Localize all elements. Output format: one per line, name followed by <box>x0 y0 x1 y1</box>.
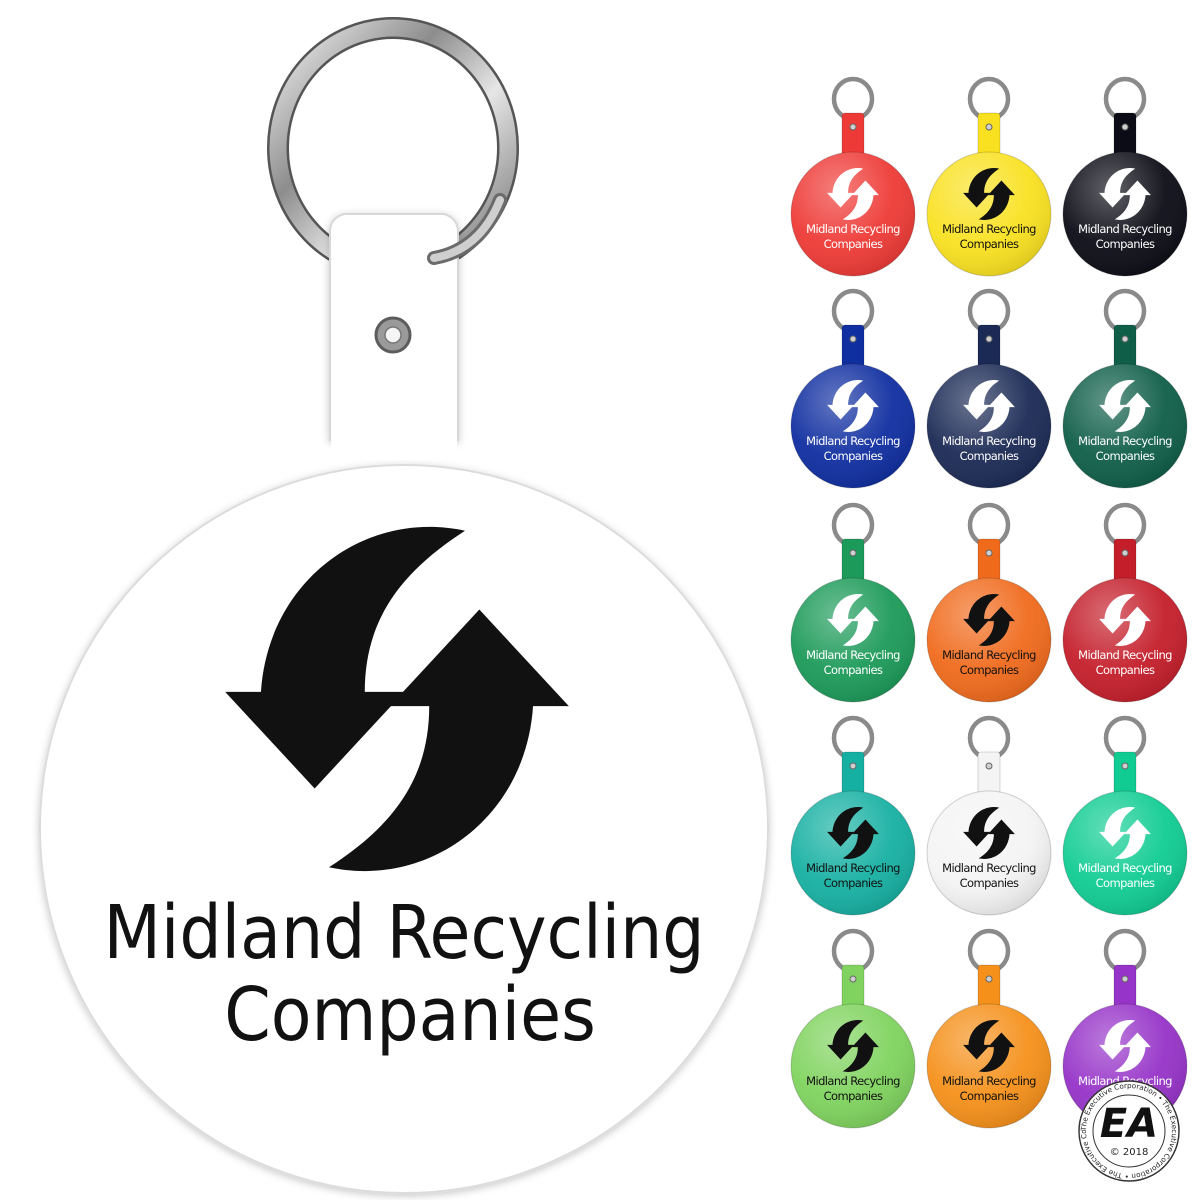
mini-logo-text-line2: Companies <box>1096 237 1155 251</box>
mini-logo-text-line2: Companies <box>824 876 883 890</box>
seal-year: © 2018 <box>1110 1147 1149 1158</box>
mini-logo-text-line2: Companies <box>824 237 883 251</box>
mini-logo-text-line1: Midland Recycling <box>1078 648 1172 662</box>
mini-logo-text-line1: Midland Recycling <box>806 434 900 448</box>
mini-eyelet-icon <box>1121 123 1129 131</box>
eyelet-icon <box>374 316 412 354</box>
logo-text-line2: Companies <box>224 972 596 1058</box>
mini-logo-text-line2: Companies <box>1096 449 1155 463</box>
mini-logo-text-line1: Midland Recycling <box>942 1074 1036 1088</box>
mini-logo-text-line2: Companies <box>960 449 1019 463</box>
mini-eyelet-icon <box>849 123 857 131</box>
mini-eyelet-icon <box>985 123 993 131</box>
mini-eyelet-icon <box>849 549 857 557</box>
mini-logo-text-line2: Companies <box>1096 876 1155 890</box>
mini-logo-text-line1: Midland Recycling <box>942 222 1036 236</box>
mini-eyelet-icon <box>1121 975 1129 983</box>
mini-eyelet-icon <box>985 762 993 770</box>
mini-eyelet-icon <box>985 549 993 557</box>
mini-eyelet-icon <box>1121 335 1129 343</box>
mini-logo-text-line2: Companies <box>960 1089 1019 1103</box>
seal-initials: EA <box>1100 1101 1158 1147</box>
mini-logo-text-line2: Companies <box>960 876 1019 890</box>
mini-logo-text-line1: Midland Recycling <box>806 222 900 236</box>
mini-logo-text-line2: Companies <box>824 663 883 677</box>
mini-logo-text-line2: Companies <box>1096 663 1155 677</box>
mini-logo-text-line1: Midland Recycling <box>942 861 1036 875</box>
mini-eyelet-icon <box>849 975 857 983</box>
mini-logo-text-line2: Companies <box>960 663 1019 677</box>
mini-eyelet-icon <box>849 335 857 343</box>
mini-logo-text-line1: Midland Recycling <box>806 648 900 662</box>
mini-eyelet-icon <box>849 762 857 770</box>
mini-eyelet-icon <box>1121 762 1129 770</box>
mini-eyelet-icon <box>985 975 993 983</box>
mini-eyelet-icon <box>1121 549 1129 557</box>
mini-logo-text-line1: Midland Recycling <box>806 861 900 875</box>
mini-logo-text-line1: Midland Recycling <box>1078 861 1172 875</box>
main-key-tag: Midland Recycling Companies <box>39 17 769 1194</box>
mini-logo-text-line1: Midland Recycling <box>1078 222 1172 236</box>
mini-logo-text-line2: Companies <box>960 237 1019 251</box>
mini-logo-text-line1: Midland Recycling <box>806 1074 900 1088</box>
mini-eyelet-icon <box>985 335 993 343</box>
logo-text-line1: Midland Recycling <box>103 890 704 976</box>
mini-logo-text-line1: Midland Recycling <box>942 434 1036 448</box>
mini-logo-text-line2: Companies <box>824 1089 883 1103</box>
mini-logo-text-line1: Midland Recycling <box>942 648 1036 662</box>
ea-seal-logo: The Executive Corporation • The Executiv… <box>1078 1080 1180 1182</box>
mini-logo-text-line2: Companies <box>824 449 883 463</box>
mini-logo-text-line1: Midland Recycling <box>1078 434 1172 448</box>
